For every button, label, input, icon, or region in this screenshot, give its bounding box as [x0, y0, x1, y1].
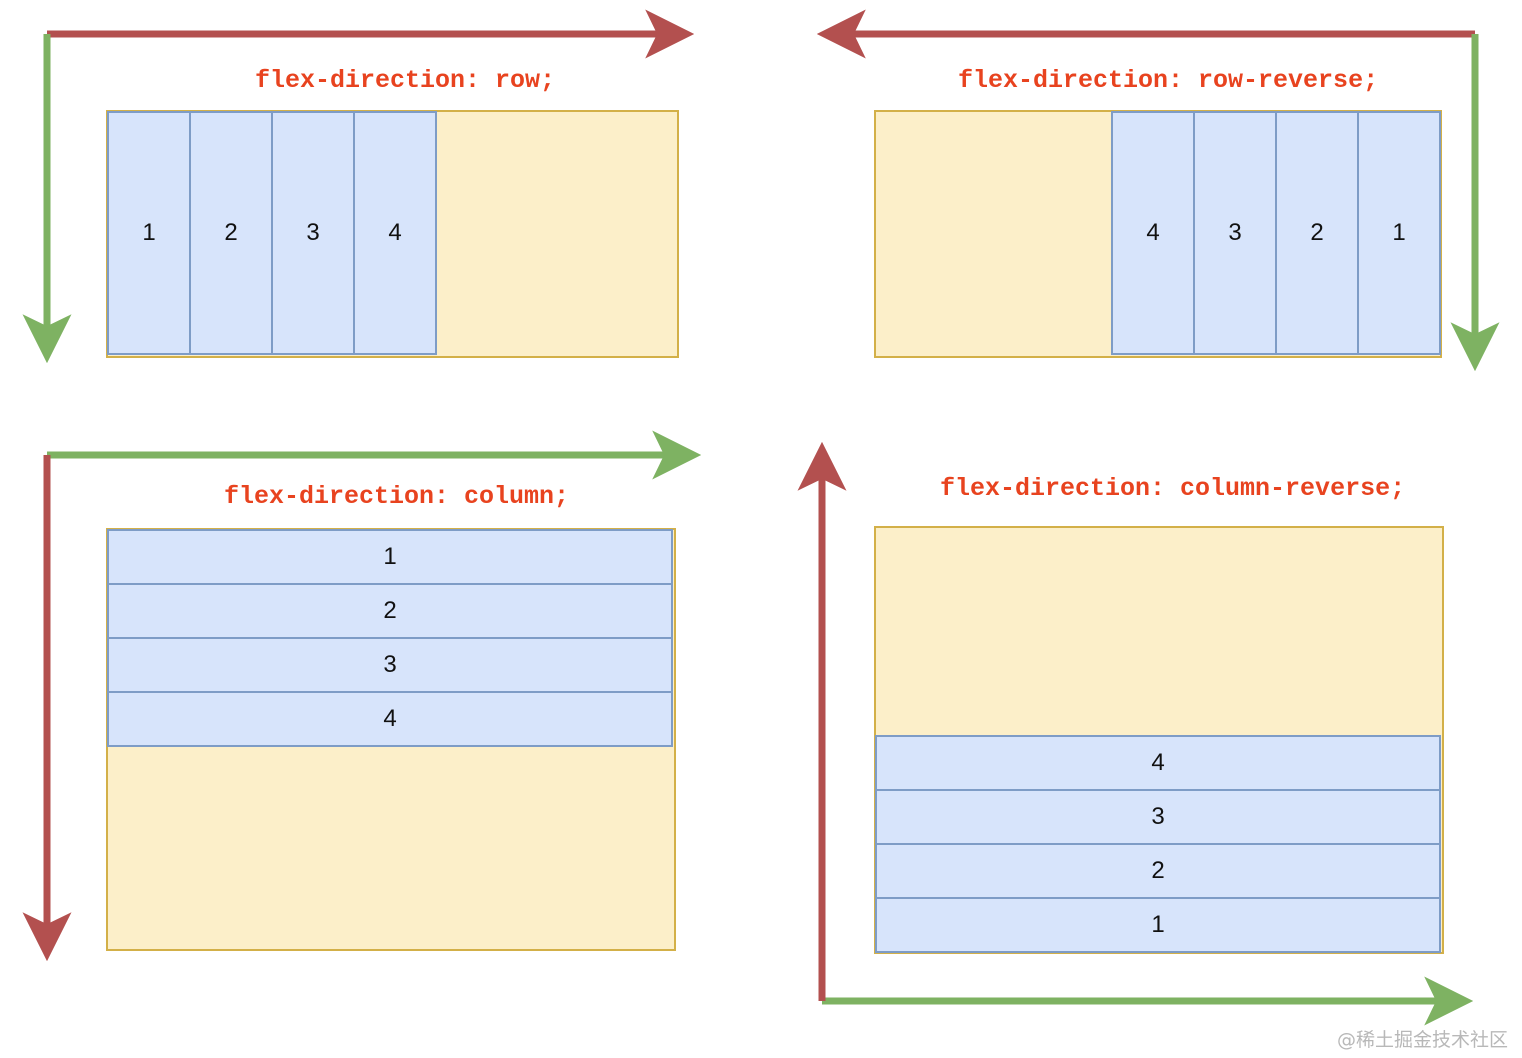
- flex-item: 3: [107, 637, 673, 693]
- flex-item: 4: [107, 691, 673, 747]
- flex-item: 3: [1193, 111, 1277, 355]
- flex-item: 3: [271, 111, 355, 355]
- flex-item: 4: [875, 735, 1441, 791]
- flex-item: 2: [107, 583, 673, 639]
- flex-item: 4: [353, 111, 437, 355]
- flex-item: 1: [107, 111, 191, 355]
- panel-column-title: flex-direction: column;: [224, 482, 570, 511]
- flex-item: 1: [107, 529, 673, 585]
- watermark: @稀土掘金技术社区: [1336, 1029, 1508, 1051]
- flex-item: 1: [875, 897, 1441, 953]
- flex-item: 3: [875, 789, 1441, 845]
- flex-container-row: 1 2 3 4: [106, 110, 679, 358]
- flex-container-column-reverse: 1 2 3 4: [874, 526, 1444, 954]
- flex-item: 1: [1357, 111, 1441, 355]
- panel-column-reverse-title: flex-direction: column-reverse;: [940, 474, 1406, 503]
- panel-row-reverse-title: flex-direction: row-reverse;: [958, 66, 1379, 95]
- flex-container-column: 1 2 3 4: [106, 528, 676, 951]
- flex-item: 2: [1275, 111, 1359, 355]
- flex-container-row-reverse: 1 2 3 4: [874, 110, 1442, 358]
- panel-row-title: flex-direction: row;: [255, 66, 556, 95]
- flex-item: 2: [875, 843, 1441, 899]
- flex-item: 4: [1111, 111, 1195, 355]
- flex-item: 2: [189, 111, 273, 355]
